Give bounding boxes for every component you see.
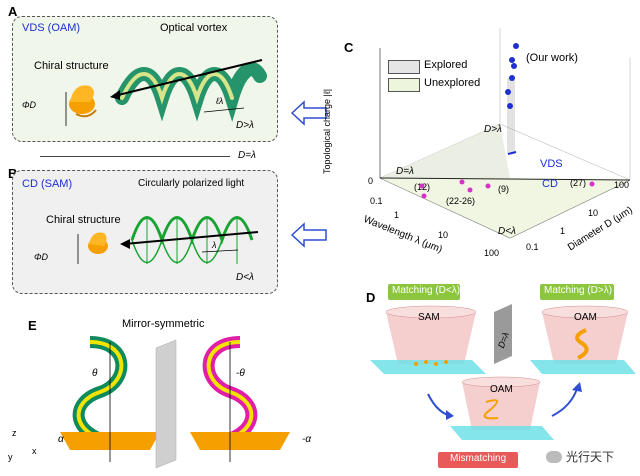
z-axis-label: Topological charge |ℓ| xyxy=(322,88,332,174)
vds-point xyxy=(505,89,511,95)
panel-b-box xyxy=(12,170,278,294)
oam-right-label: OAM xyxy=(574,312,597,323)
mirror-icon xyxy=(155,339,177,469)
oam-right-cone-icon xyxy=(530,305,636,374)
vds-label: VDS xyxy=(540,158,563,170)
x-tick-0: 0.1 xyxy=(370,196,383,206)
legend-explored-swatch xyxy=(388,60,420,74)
vds-point xyxy=(509,75,515,81)
sam-cone-icon xyxy=(370,305,486,374)
ref-22-26: (22-26) xyxy=(446,196,476,206)
y-tick-0: 0.1 xyxy=(526,242,539,252)
theta-label: θ xyxy=(92,368,98,379)
axis-x-label: x xyxy=(32,446,37,456)
diameter-label-a: ΦD xyxy=(22,100,37,110)
panel-a-letter: A xyxy=(8,4,18,19)
x-tick-3: 100 xyxy=(484,248,500,258)
x-tick-2: 10 xyxy=(438,230,449,240)
matching-left-badge xyxy=(388,284,460,300)
panel-c-chart xyxy=(379,28,631,239)
ref-27: (27) xyxy=(570,178,587,188)
optical-vortex-label: Optical vortex xyxy=(160,22,228,34)
d-gt-lambda-label: D>λ xyxy=(484,124,502,135)
matching-left-label: Matching (D<λ) xyxy=(392,285,461,296)
sam-label: SAM xyxy=(418,312,440,323)
d-eq-lambda-label: D=λ xyxy=(396,166,414,177)
condition-a: D>λ xyxy=(236,120,254,131)
y-tick-2: 10 xyxy=(588,208,599,218)
condition-b: D<λ xyxy=(236,272,254,283)
length-label-b: λ xyxy=(212,240,217,250)
panel-d-illustration xyxy=(370,304,636,440)
panel-b-title: CD (SAM) xyxy=(22,178,73,190)
wechat-icon xyxy=(546,450,562,463)
cd-point xyxy=(419,183,425,189)
axis-z-label: z xyxy=(12,428,17,438)
explored-plane xyxy=(380,124,510,180)
length-label-a: ℓλ xyxy=(216,96,224,106)
neg-theta-label: -θ xyxy=(236,368,245,379)
right-helix-icon xyxy=(190,336,290,462)
matching-right-badge xyxy=(540,284,614,300)
oam-bottom-cone-icon xyxy=(450,376,554,440)
left-helix-icon xyxy=(60,336,160,462)
panel-e-illustration xyxy=(60,336,290,469)
panel-c-points xyxy=(419,43,595,199)
divider-line xyxy=(40,156,230,157)
panel-e-title: Mirror-symmetric xyxy=(122,318,205,330)
cd-point xyxy=(467,187,473,193)
panel-d-letter: D xyxy=(366,290,376,305)
neg-alpha-label: -α xyxy=(302,434,312,445)
arrow-to-b-icon xyxy=(290,222,327,248)
optical-vortex-icon xyxy=(115,62,267,123)
vds-series-points xyxy=(505,43,519,109)
cd-point xyxy=(589,181,595,187)
our-work-label: (Our work) xyxy=(526,52,578,64)
divider-label: D=λ xyxy=(238,150,256,161)
z-tick-0: 0 xyxy=(368,176,374,186)
mismatching-badge xyxy=(438,452,518,468)
vds-point xyxy=(513,43,519,49)
y-tick-1: 1 xyxy=(560,226,566,236)
panel-e-letter: E xyxy=(28,318,37,333)
cd-point xyxy=(485,183,491,189)
legend-unexplored-label: Unexplored xyxy=(424,77,481,89)
matching-right-label: Matching (D>λ) xyxy=(544,285,613,296)
cd-point xyxy=(421,193,427,199)
diameter-label-b: ΦD xyxy=(34,252,49,262)
x-tick-1: 1 xyxy=(394,210,400,220)
vds-point xyxy=(511,63,517,69)
chiral-structure-a-icon xyxy=(69,85,97,118)
panel-b-illustration xyxy=(77,216,259,264)
ref-9: (9) xyxy=(498,184,509,194)
cd-point xyxy=(459,179,465,185)
alpha-label: α xyxy=(58,434,64,445)
panel-c-letter: C xyxy=(344,40,354,55)
vds-point xyxy=(507,103,513,109)
chiral-structure-label-b: Chiral structure xyxy=(46,214,121,226)
watermark: 光行天下 xyxy=(546,448,614,465)
chiral-structure-b-icon xyxy=(88,232,108,254)
cd-series-points xyxy=(419,179,595,199)
d-lt-lambda-label: D<λ xyxy=(498,226,516,237)
circularly-polarized-light-icon xyxy=(130,216,254,264)
unexplored-plane xyxy=(380,178,630,238)
panel-a-title: VDS (OAM) xyxy=(22,22,81,34)
arrow-to-a-icon xyxy=(290,100,327,126)
d-lambda-plate-icon xyxy=(494,304,512,364)
watermark-text: 光行天下 xyxy=(566,450,615,464)
oam-bottom-label: OAM xyxy=(490,384,513,395)
cd-label: CD xyxy=(542,178,558,190)
vds-point xyxy=(509,57,515,63)
mismatching-label: Mismatching xyxy=(450,453,507,464)
circularly-polarized-label: Circularly polarized light xyxy=(138,178,245,189)
legend-explored-label: Explored xyxy=(424,59,468,71)
axis-y-label: y xyxy=(8,452,13,462)
panel-a-illustration xyxy=(65,59,267,126)
y-tick-3: 100 xyxy=(614,180,630,190)
chiral-structure-label-a: Chiral structure xyxy=(34,60,109,72)
legend-unexplored-swatch xyxy=(388,78,420,92)
